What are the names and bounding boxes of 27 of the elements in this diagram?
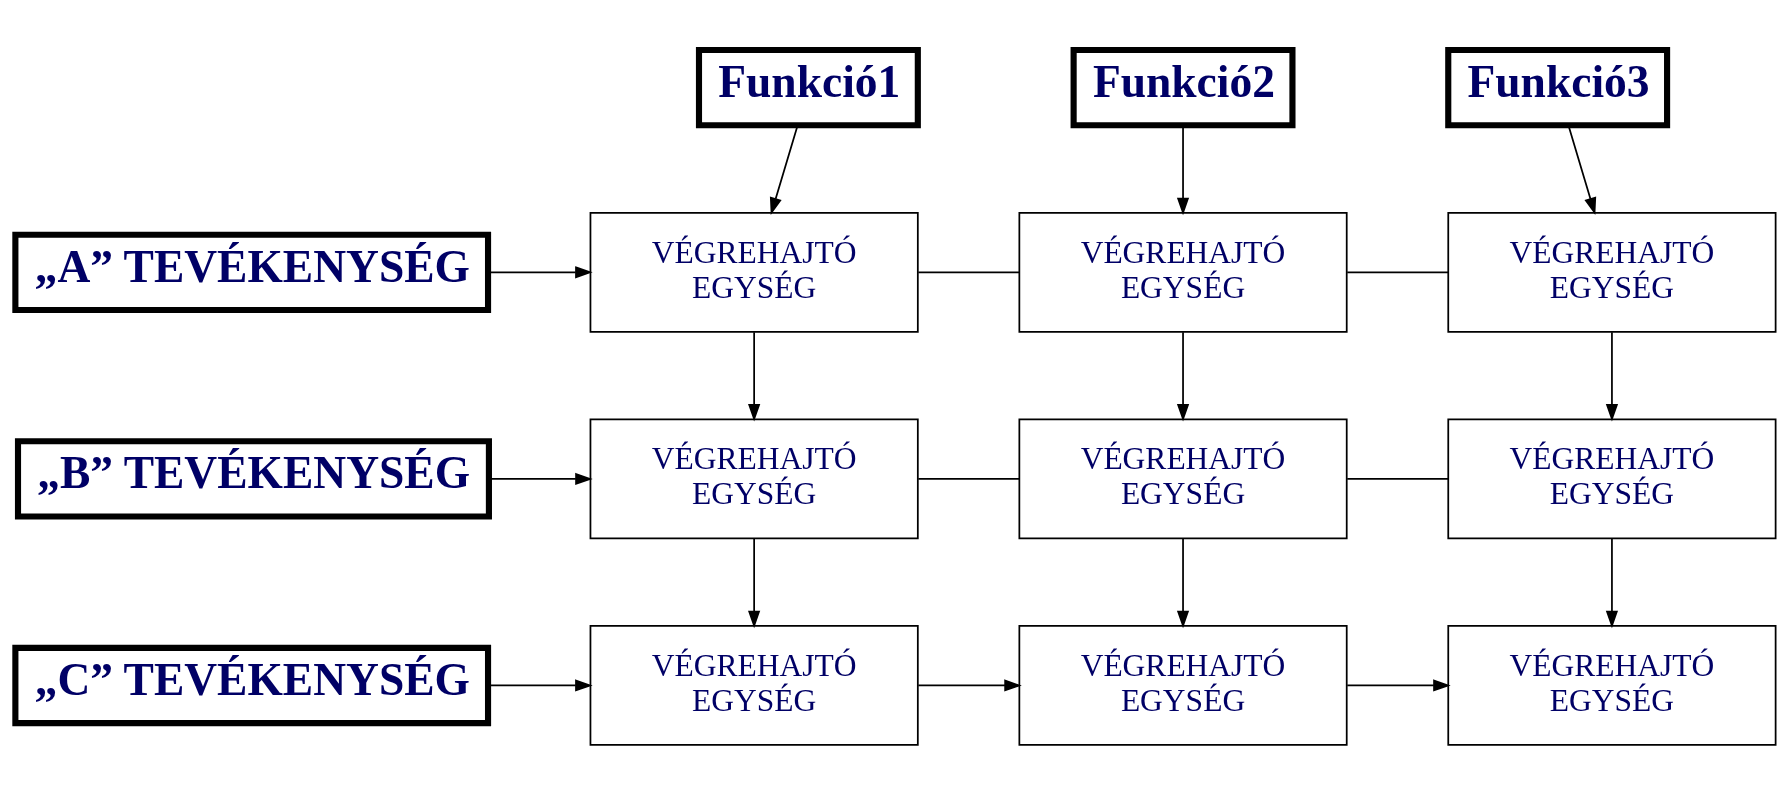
node-box: VÉGREHAJTÓ EGYSÉG	[1018, 624, 1348, 746]
node-box: VÉGREHAJTÓ EGYSÉG	[1447, 211, 1777, 333]
arrow	[1605, 330, 1619, 422]
arrow	[1176, 537, 1190, 628]
connector	[917, 270, 1021, 273]
node-box: Funkció2	[1070, 46, 1296, 128]
node-box: VÉGREHAJTÓ EGYSÉG	[1447, 624, 1777, 746]
arrow	[1346, 678, 1451, 692]
node-box: VÉGREHAJTÓ EGYSÉG	[1018, 211, 1348, 333]
node-box: VÉGREHAJTÓ EGYSÉG	[589, 624, 919, 746]
arrow	[748, 330, 761, 422]
node-box: VÉGREHAJTÓ EGYSÉG	[1447, 418, 1777, 539]
node-box: „C” TEVÉKENYSÉG	[12, 644, 492, 726]
node-box: VÉGREHAJTÓ EGYSÉG	[1018, 418, 1348, 539]
node-box: Funkció3	[1445, 46, 1671, 128]
connector	[1346, 270, 1449, 273]
connector	[917, 477, 1021, 480]
node-box: VÉGREHAJTÓ EGYSÉG	[589, 211, 919, 333]
connector	[1346, 477, 1449, 480]
node-box: VÉGREHAJTÓ EGYSÉG	[589, 418, 919, 539]
node-box: „A” TEVÉKENYSÉG	[12, 231, 492, 313]
arrow	[748, 537, 761, 628]
arrow	[1605, 537, 1619, 628]
node-box: „B” TEVÉKENYSÉG	[14, 437, 492, 520]
node-box: Funkció1	[695, 46, 921, 128]
arrow	[917, 678, 1022, 692]
arrow	[1176, 330, 1190, 422]
